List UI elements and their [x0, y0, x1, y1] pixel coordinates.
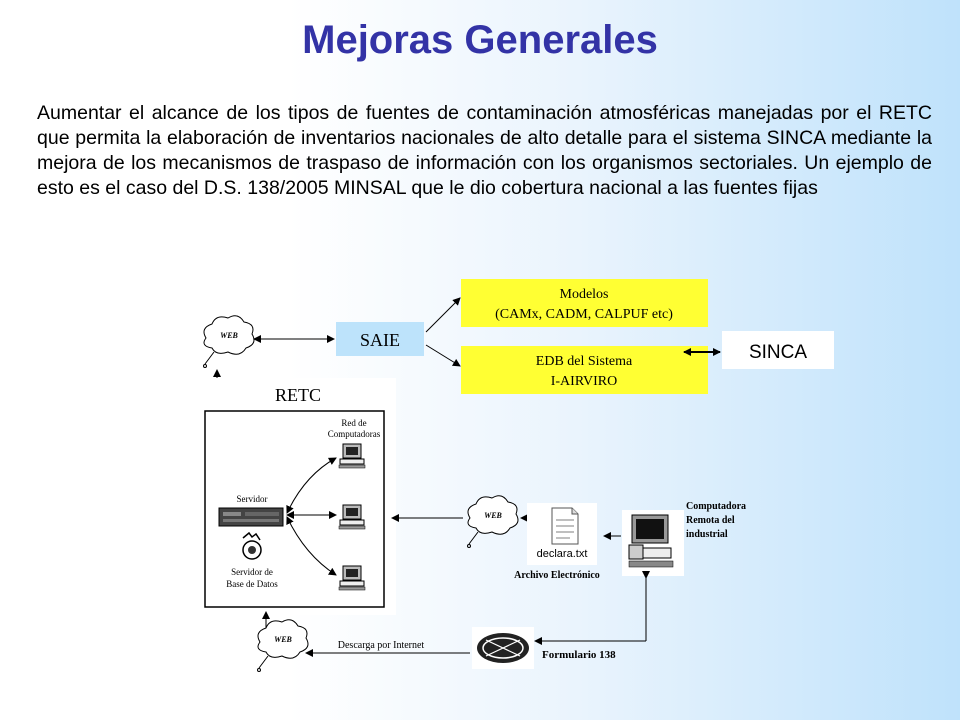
server-icon — [218, 507, 284, 527]
retc-label: RETC — [275, 385, 321, 405]
red-line2: Computadoras — [328, 429, 381, 439]
remote-computer-icon — [622, 510, 684, 576]
edb-line2: I-AIRVIRO — [551, 374, 618, 389]
network-computer-2-icon — [338, 504, 366, 530]
saie-box: SAIE — [336, 322, 424, 356]
saie-label: SAIE — [360, 330, 400, 350]
servidor-label: Servidor — [237, 494, 268, 504]
database-server-icon — [242, 531, 262, 560]
descarga-label: Descarga por Internet — [338, 640, 425, 651]
network-computer-3-icon — [338, 565, 366, 591]
archivo-caption: Archivo Electrónico — [514, 570, 600, 581]
modelos-line1: Modelos — [560, 287, 609, 302]
edb-line1: EDB del Sistema — [536, 354, 633, 369]
servidor-bd-line2: Base de Datos — [226, 579, 278, 589]
servidor-bd-line1: Servidor de — [231, 567, 273, 577]
slide-title: Mejoras Generales — [302, 18, 658, 62]
computadora-line3: industrial — [686, 529, 728, 540]
edb-box: EDB del Sistema I-AIRVIRO — [461, 346, 708, 394]
web-cloud-top: WEB — [203, 315, 255, 368]
sinca-box: SINCA — [722, 331, 834, 369]
file-document-icon: declara.txt — [527, 503, 597, 565]
web-label-top: WEB — [220, 331, 238, 340]
sinca-label: SINCA — [749, 342, 807, 363]
file-name: declara.txt — [537, 548, 588, 560]
network-computer-1-icon — [338, 443, 366, 469]
formulario-label: Formulario 138 — [542, 649, 616, 661]
web-cloud-bottom: WEB — [257, 619, 309, 672]
modelos-line2: (CAMx, CADM, CALPUF etc) — [495, 307, 673, 322]
computadora-line1: Computadora — [686, 501, 746, 512]
web-label-bottom: WEB — [274, 635, 292, 644]
computadora-line2: Remota del — [686, 515, 735, 526]
web-cloud-middle: WEB — [467, 495, 519, 548]
retc-container: RETC Red de Computadoras Servidor — [201, 378, 396, 615]
form-logo-icon — [472, 627, 534, 669]
slide-paragraph: Aumentar el alcance de los tipos de fuen… — [37, 102, 932, 199]
modelos-box: Modelos (CAMx, CADM, CALPUF etc) — [461, 279, 708, 327]
red-line1: Red de — [341, 418, 366, 428]
web-label-middle: WEB — [484, 511, 502, 520]
